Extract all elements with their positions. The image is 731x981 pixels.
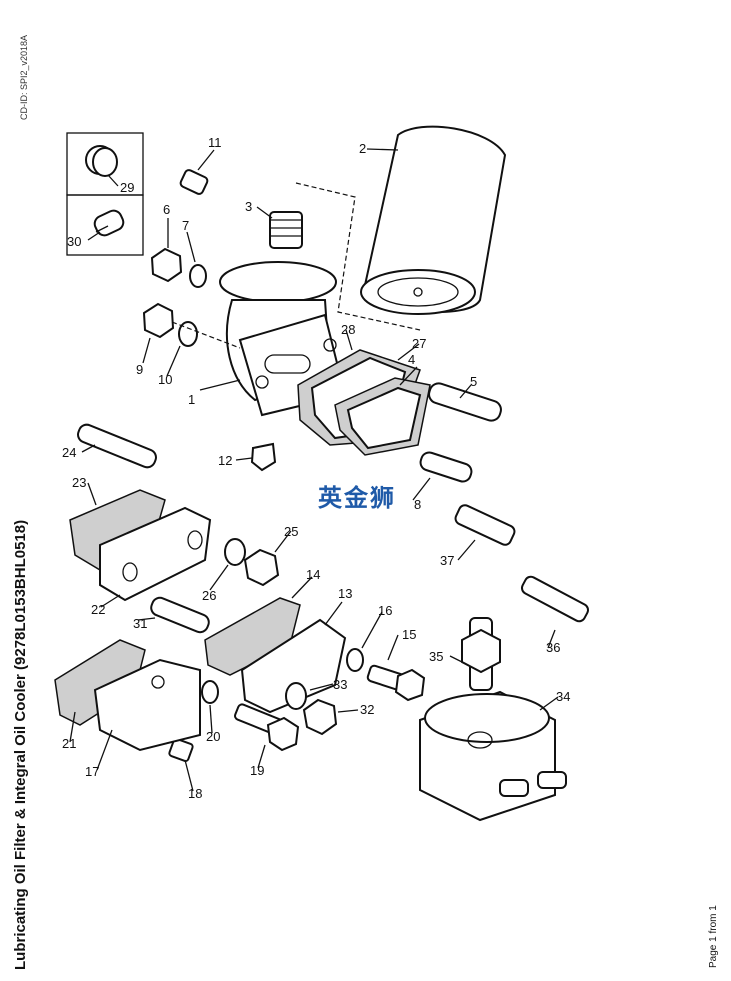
callout-1: 1 (188, 392, 195, 407)
callout-4: 4 (408, 352, 415, 367)
callout-34: 34 (556, 689, 570, 704)
callout-5: 5 (470, 374, 477, 389)
callout-2: 2 (359, 141, 366, 156)
washer-7 (189, 264, 207, 288)
callout-26: 26 (202, 588, 216, 603)
callout-22: 22 (91, 602, 105, 617)
callout-15: 15 (402, 627, 416, 642)
union-35 (461, 617, 501, 691)
nut-6 (150, 247, 183, 283)
cooler-housing-17 (93, 658, 201, 752)
callout-21: 21 (62, 736, 76, 751)
callout-28: 28 (341, 322, 355, 337)
stud-8 (419, 451, 473, 483)
washer-10 (178, 321, 198, 347)
oil-filter-canister (360, 125, 507, 315)
nut-25 (243, 548, 280, 587)
inset-box-30 (66, 194, 144, 256)
callout-27: 27 (412, 336, 426, 351)
callout-23: 23 (72, 475, 86, 490)
callout-3: 3 (245, 199, 252, 214)
washer-26 (224, 538, 246, 566)
nut-9 (142, 302, 175, 339)
adaptor-37 (454, 504, 516, 546)
plug-12 (250, 442, 277, 472)
hose-fitting-36 (520, 575, 590, 623)
plug-18 (168, 737, 194, 763)
washer-20 (201, 680, 219, 704)
callout-25: 25 (284, 524, 298, 539)
stud-31 (150, 596, 210, 634)
callout-7: 7 (182, 218, 189, 233)
callout-18: 18 (188, 786, 202, 801)
stud-5 (428, 382, 502, 422)
blanking-plate-22 (99, 506, 212, 602)
callout-37: 37 (440, 553, 454, 568)
oil-cooler-34 (419, 690, 567, 822)
leader-lines (69, 148, 559, 792)
callout-9: 9 (136, 362, 143, 377)
callout-14: 14 (306, 567, 320, 582)
callout-8: 8 (414, 497, 421, 512)
callout-13: 13 (338, 586, 352, 601)
nut-32 (302, 698, 338, 736)
callout-11: 11 (208, 135, 222, 150)
callout-labels: 1 2 3 4 5 6 7 8 9 10 11 12 13 14 15 16 1… (62, 135, 570, 801)
washer-16 (346, 648, 364, 672)
stud-24 (77, 423, 157, 469)
plug-11 (179, 169, 209, 195)
callout-6: 6 (163, 202, 170, 217)
callout-29: 29 (120, 180, 134, 195)
callout-12: 12 (218, 453, 232, 468)
callout-30: 30 (67, 234, 81, 249)
callout-16: 16 (378, 603, 392, 618)
callout-31: 31 (133, 616, 147, 631)
watermark: 英金狮 (318, 484, 396, 512)
callout-10: 10 (158, 372, 172, 387)
callout-19: 19 (250, 763, 264, 778)
callout-20: 20 (206, 729, 220, 744)
callout-33: 33 (333, 677, 347, 692)
callout-17: 17 (85, 764, 99, 779)
callout-36: 36 (546, 640, 560, 655)
threaded-adaptor (269, 211, 303, 249)
plate-13 (240, 618, 347, 714)
callout-35: 35 (429, 649, 443, 664)
washer-33 (285, 682, 307, 710)
bolt-19 (234, 703, 300, 752)
callout-32: 32 (360, 702, 374, 717)
bolt-15 (366, 664, 426, 702)
callout-24: 24 (62, 445, 76, 460)
